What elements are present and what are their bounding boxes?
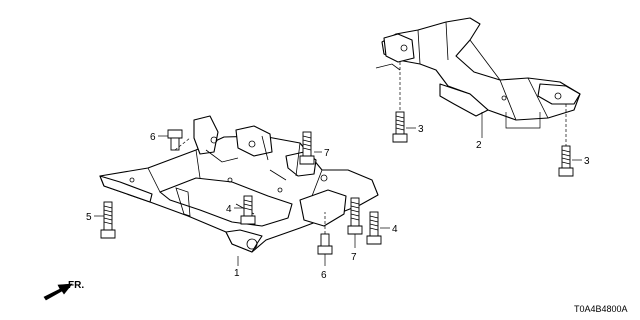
callout-bolt-3-lower: 3 [584, 156, 590, 167]
bolt-7-upper [299, 131, 315, 165]
callout-bolt-7-upper: 7 [324, 148, 330, 159]
front-subframe [99, 115, 379, 253]
rear-subframe [375, 17, 581, 121]
bolt-3-lower [558, 145, 574, 177]
bolt-7-lower [347, 197, 363, 235]
callout-bolt-4-left: 4 [226, 204, 232, 215]
front-direction-arrow-icon [43, 283, 73, 301]
bolt-4-right [366, 211, 382, 245]
diagram-code: T0A4B4800A [574, 304, 628, 314]
bolt-6-upper [167, 129, 191, 151]
callout-bolt-7-lower: 7 [351, 252, 357, 263]
callout-bolt-6-lower: 6 [321, 270, 327, 281]
callout-part-2: 2 [476, 140, 482, 151]
callout-bolt-5: 5 [86, 212, 92, 223]
bolt-5 [100, 201, 116, 239]
callout-bolt-4-right: 4 [392, 224, 398, 235]
callout-bolt-6-upper: 6 [150, 132, 156, 143]
bolt-6-lower [317, 212, 333, 255]
bracket-rear-right [505, 112, 541, 129]
bolt-4-left [240, 195, 256, 225]
callout-bolt-3-upper: 3 [418, 124, 424, 135]
callout-part-1: 1 [234, 268, 240, 279]
front-direction-label: FR. [68, 280, 84, 291]
bolt-3-upper [392, 111, 408, 143]
